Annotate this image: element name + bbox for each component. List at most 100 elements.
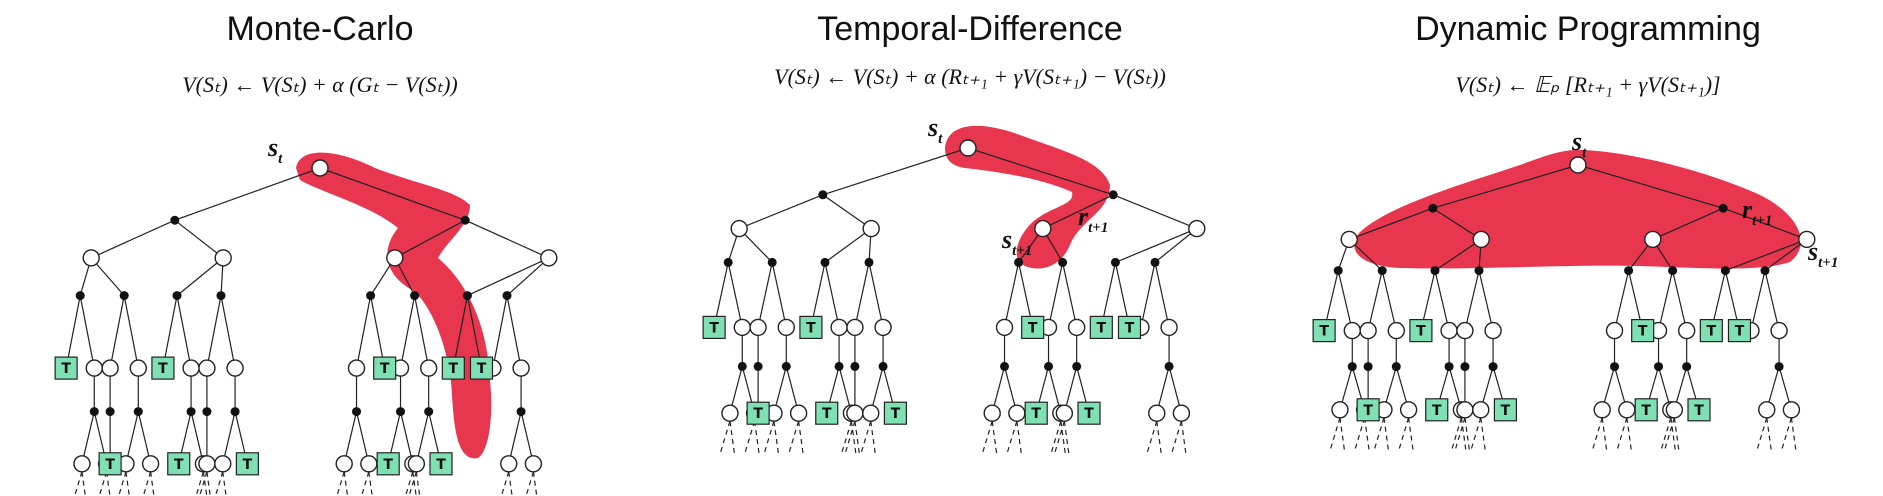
terminal-label: T (1084, 406, 1094, 422)
state-node (214, 455, 232, 473)
state-node (1758, 401, 1776, 419)
continuation-edge (525, 471, 534, 496)
tree-edge (123, 295, 139, 369)
terminal-node (469, 356, 494, 380)
continuation-edge (844, 421, 856, 454)
tree-edge (727, 262, 743, 328)
tree-edge (1140, 262, 1156, 328)
action-node (516, 407, 526, 417)
tree-edge (399, 295, 416, 369)
tree-edge (967, 147, 1114, 196)
state-node (1148, 404, 1166, 422)
continuation-edge (773, 421, 779, 454)
tree-edge (1722, 207, 1808, 240)
tree-edge (506, 257, 550, 297)
action-node (878, 361, 888, 371)
continuation-edge (532, 471, 538, 496)
action-node (502, 291, 512, 301)
continuation-edge (870, 421, 876, 454)
terminal-node (1687, 398, 1711, 422)
state-node (1067, 318, 1086, 337)
state-node (1172, 404, 1191, 422)
action-node (820, 257, 830, 267)
state-node (182, 359, 200, 377)
node-label: rt+1 (1742, 195, 1772, 229)
tree-edge (1750, 270, 1766, 331)
terminal-node (1425, 398, 1449, 422)
action-node (1654, 362, 1664, 372)
tree-edge (1062, 262, 1078, 328)
terminal-node (746, 401, 770, 425)
continuation-edge (1408, 417, 1414, 450)
terminal-node (235, 452, 259, 476)
tree-edge (467, 257, 550, 297)
state-node (1055, 404, 1074, 422)
tree-edge (190, 411, 204, 464)
action-node (462, 291, 472, 301)
tree-edge (90, 219, 176, 259)
continuation-edge (1591, 417, 1603, 450)
continuation-edge (1146, 421, 1158, 454)
tree-edge (868, 262, 884, 328)
tree-edge (1764, 270, 1780, 331)
tree-edge (1381, 270, 1397, 331)
continuation-edge (1171, 421, 1182, 454)
terminal-node (815, 401, 839, 425)
terminal-label: T (477, 361, 487, 377)
continuation-edge (1790, 417, 1797, 450)
tree-edge (176, 257, 224, 297)
continuation-edge (1006, 421, 1018, 454)
terminal-node (429, 452, 453, 476)
tree-edge (137, 411, 152, 464)
tree-edge (109, 295, 125, 369)
panel-title: Temporal-Difference (817, 10, 1123, 48)
terminal-label: T (1735, 324, 1745, 340)
action-node (1460, 362, 1470, 372)
monte-carlo-panel: Monte-Carlo V(Sₜ) ← V(Sₜ) + α (Gₜ − V(Sₜ… (54, 10, 558, 496)
state-node (1618, 401, 1636, 419)
continuation-edge (214, 471, 224, 496)
continuation-edge (404, 471, 414, 496)
action-node (1444, 362, 1454, 372)
continuation-edge (106, 471, 111, 496)
continuation-edge (125, 471, 130, 496)
terminal-label: T (449, 361, 459, 377)
tree-edge (757, 262, 773, 328)
state-node (846, 318, 864, 337)
action-node (1488, 362, 1498, 372)
tree-edge (452, 295, 468, 369)
tree-edge (162, 295, 178, 369)
state-node (500, 455, 518, 473)
action-node (1363, 362, 1373, 372)
action-node (1430, 266, 1440, 276)
action-node (216, 291, 226, 301)
node-label: st+1 (1807, 237, 1838, 271)
action-node (1610, 362, 1620, 372)
terminal-node (441, 356, 465, 380)
tree-edge (1672, 270, 1688, 331)
tree-edge (1464, 270, 1480, 331)
tree-edge (1112, 194, 1198, 230)
tree-edge (319, 167, 466, 221)
tree-edge (1003, 262, 1020, 328)
state-node (386, 249, 404, 267)
continuation-edge (1451, 417, 1462, 450)
continuation-edge (744, 421, 756, 454)
terminal-label: T (1031, 406, 1041, 422)
tree-edge (174, 167, 321, 221)
state-node (983, 404, 1001, 422)
state-node (82, 249, 100, 267)
action-node (133, 407, 143, 417)
tree-edge (492, 295, 508, 369)
continuation-edge (1339, 417, 1345, 450)
terminal-label: T (1363, 403, 1373, 419)
terminal-node (1493, 398, 1518, 422)
root-state-node (1569, 156, 1587, 174)
continuation-edge (1373, 417, 1385, 450)
action-node (1164, 361, 1174, 371)
action-node (460, 215, 470, 225)
state-node (198, 359, 216, 377)
continuation-edge (1054, 421, 1065, 454)
terminal-label: T (174, 457, 184, 473)
state-node (1484, 321, 1502, 340)
